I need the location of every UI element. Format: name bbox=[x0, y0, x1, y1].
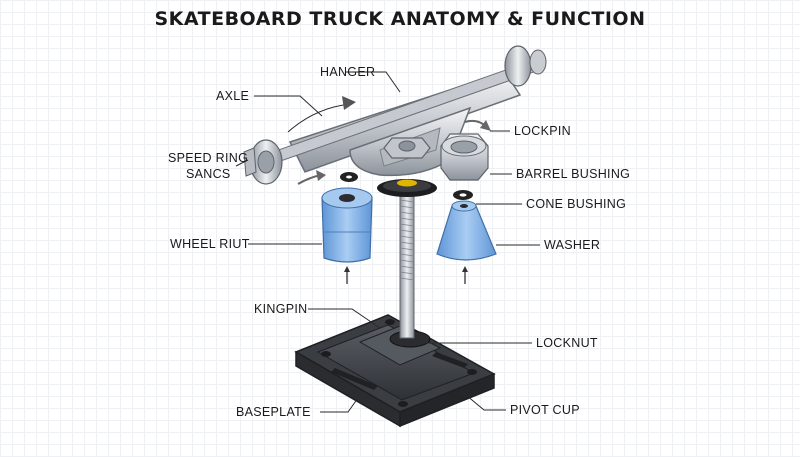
leader-axle bbox=[254, 95, 323, 117]
arrow-head-icon bbox=[342, 96, 356, 110]
label-kingpin: KINGPIN bbox=[254, 302, 308, 316]
label-baseplate: BASEPLATE bbox=[236, 405, 311, 419]
label-axle: AXLE bbox=[216, 89, 249, 103]
label-cone-bushing: CONE BUSHING bbox=[526, 197, 626, 211]
cone-bushing-shape bbox=[436, 200, 497, 261]
label-speed-ring: SPEED RING bbox=[168, 151, 248, 165]
leader-hanger bbox=[346, 71, 401, 93]
label-speed-ring-2: SANCS bbox=[186, 167, 231, 181]
barrel-bushing-shape bbox=[321, 187, 373, 263]
diagram-title: SKATEBOARD TRUCK ANATOMY & FUNCTION bbox=[154, 8, 646, 30]
label-lockpin: LOCKPIN bbox=[514, 124, 571, 138]
baseplate-shape bbox=[294, 314, 496, 428]
label-wheel-nut: WHEEL RIUT bbox=[170, 237, 250, 251]
leader-baseplate bbox=[320, 397, 359, 413]
arrow-small-head-icon bbox=[316, 170, 326, 181]
label-hanger: HANGER bbox=[320, 65, 375, 79]
label-pivot-cup: PIVOT CUP bbox=[510, 403, 580, 417]
arrow-curve-head-icon bbox=[480, 120, 491, 131]
label-washer: WASHER bbox=[544, 238, 600, 252]
axle-end-right-shape bbox=[504, 45, 547, 87]
leader-pivot-cup bbox=[459, 389, 506, 411]
kingpin-shape bbox=[377, 179, 437, 339]
label-locknut: LOCKNUT bbox=[536, 336, 598, 350]
leader-kingpin bbox=[308, 308, 381, 329]
barrel-bushing-nut-shape bbox=[440, 133, 489, 181]
label-barrel-bushing: BARREL BUSHING bbox=[516, 167, 630, 181]
speed-ring-shape bbox=[243, 139, 283, 185]
kingpin-nut-shape bbox=[383, 137, 431, 159]
hanger-shape bbox=[249, 57, 546, 177]
leader-speed-ring bbox=[235, 159, 249, 167]
